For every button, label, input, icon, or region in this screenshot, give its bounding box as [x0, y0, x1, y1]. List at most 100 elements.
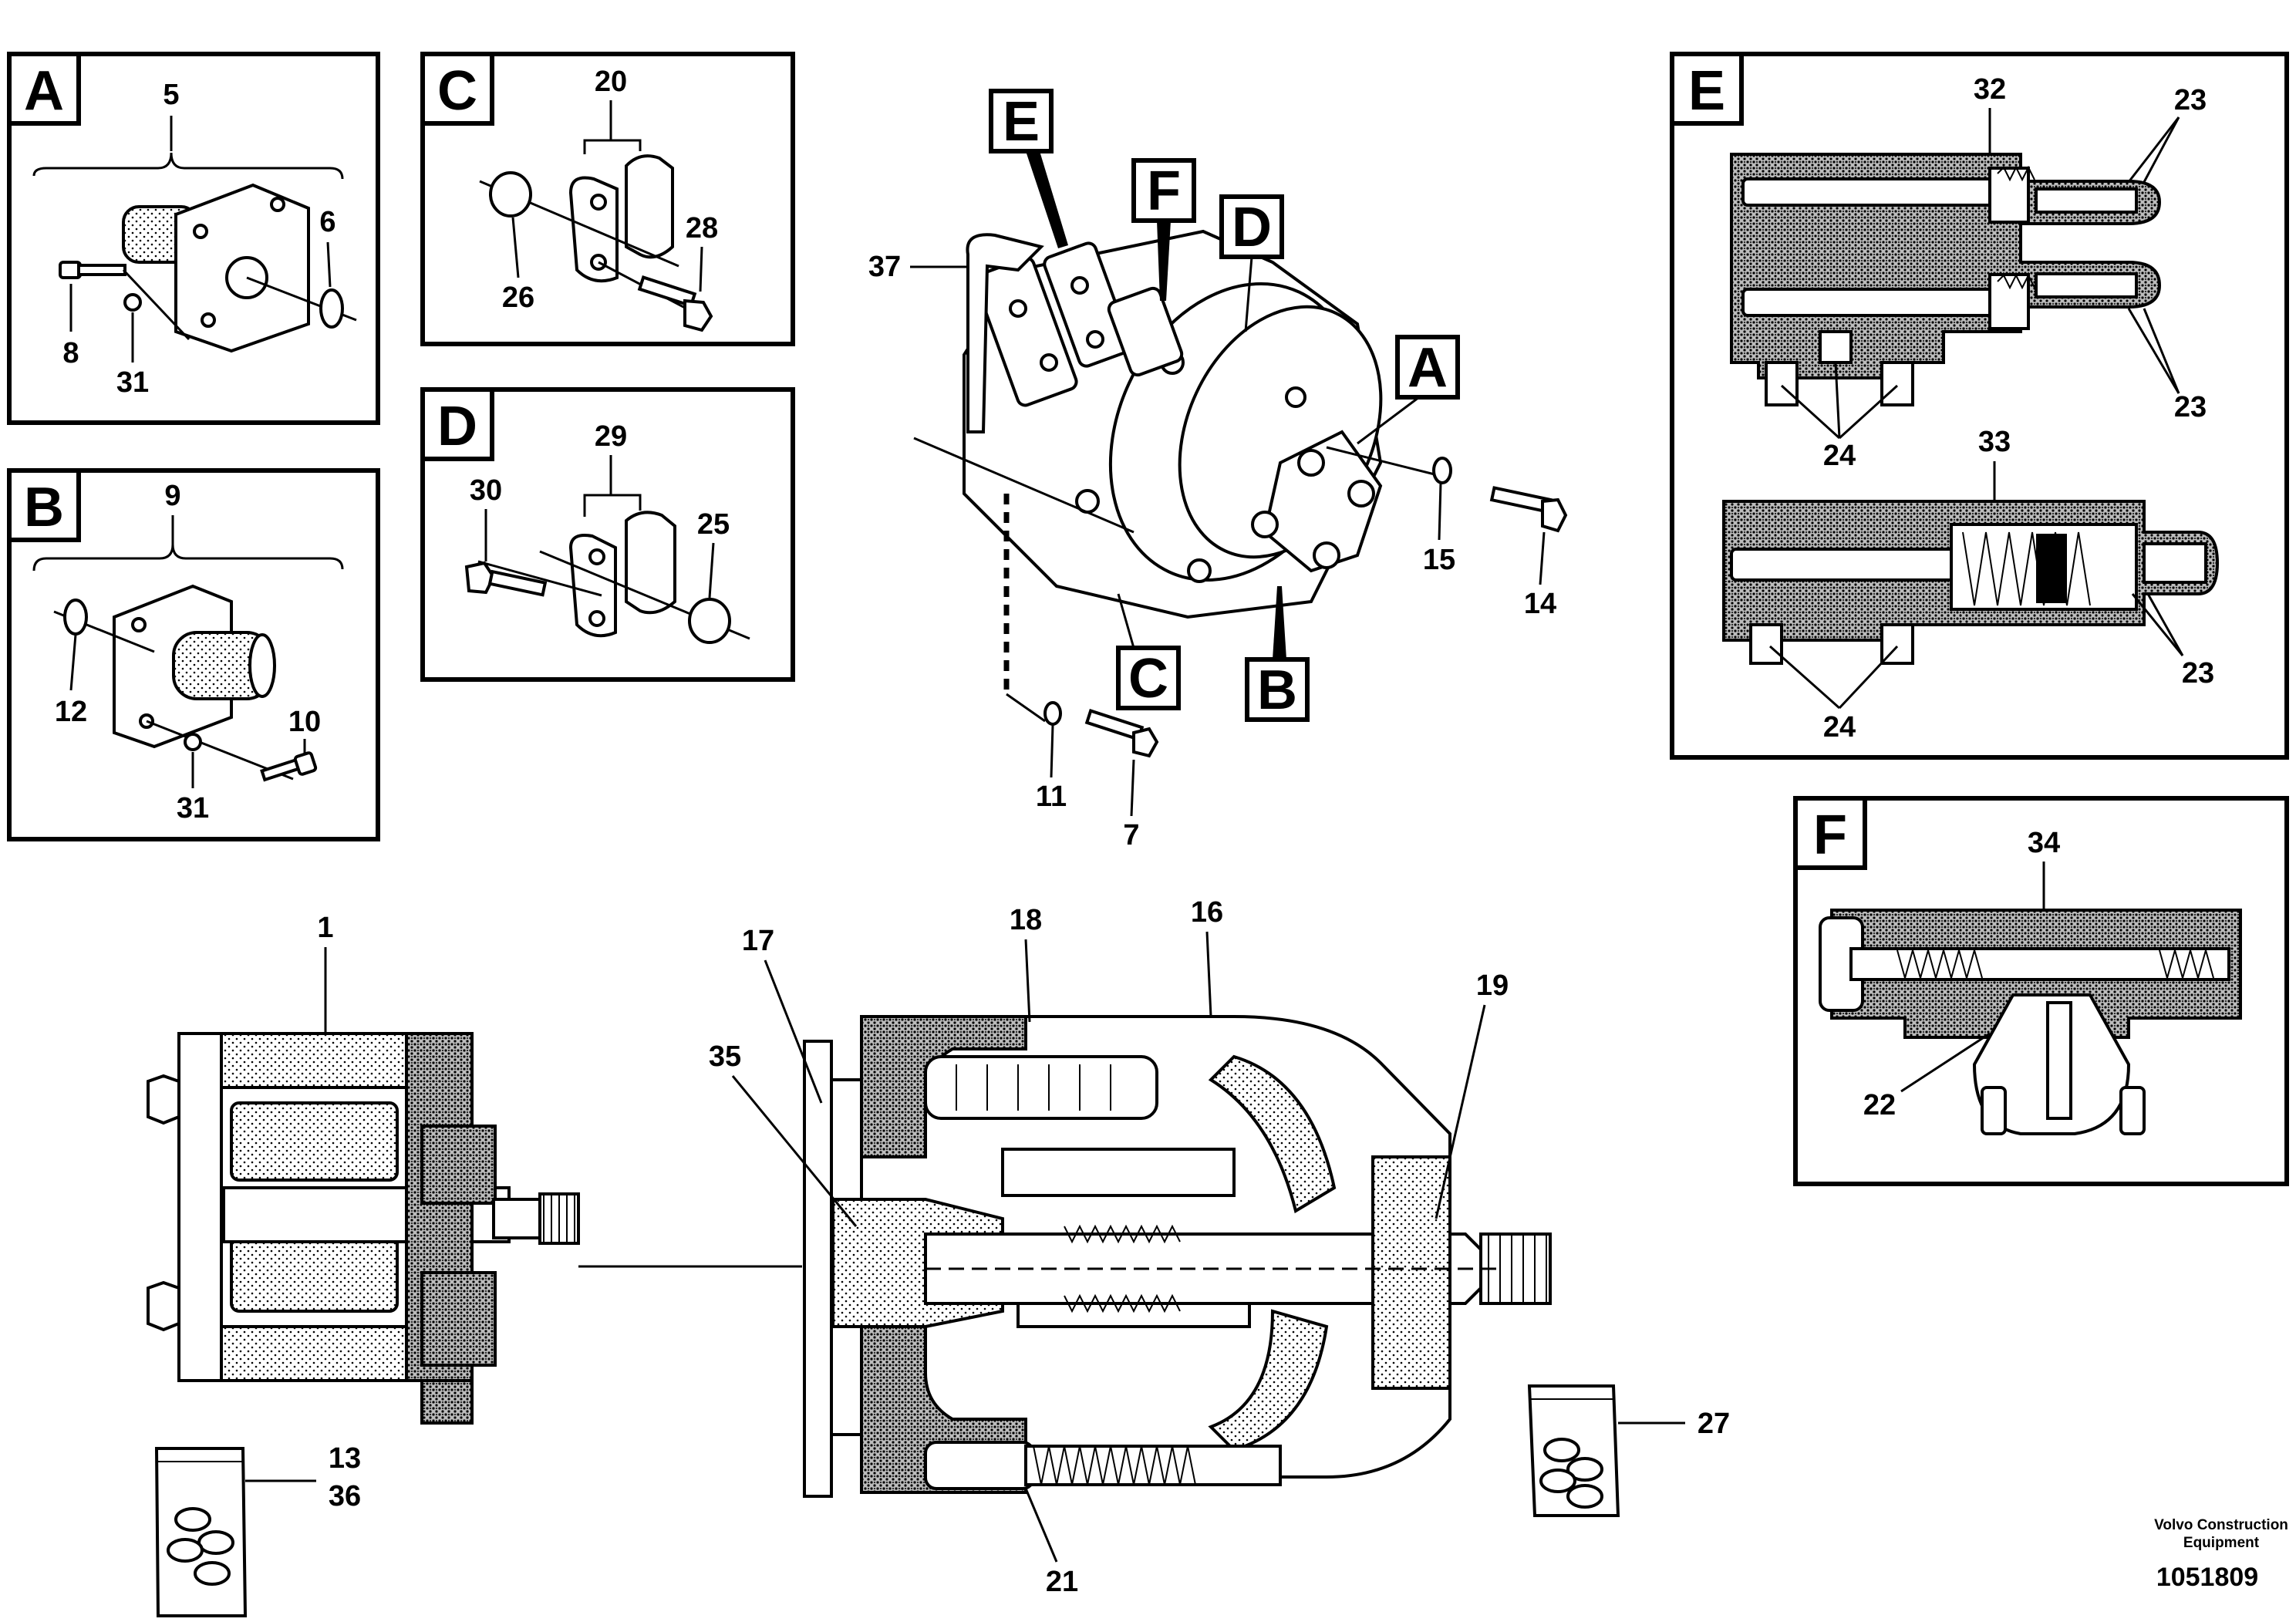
bolt-7 [1084, 709, 1159, 758]
callout-15: 15 [1423, 544, 1455, 576]
callout-1: 1 [317, 912, 333, 944]
panel-a-frame [7, 52, 380, 425]
panel-c: C 20 26 28 [420, 52, 795, 346]
assembly-tag-b-box [1245, 657, 1310, 722]
bolt-8 [59, 261, 126, 279]
callout-26: 26 [502, 282, 534, 314]
callout-11: 11 [1036, 781, 1067, 813]
o-ring-26 [489, 171, 532, 218]
piston-pump-section [803, 1015, 1552, 1498]
panel-e: E 32 23 23 24 [1670, 52, 2289, 760]
bolt-14 [1489, 486, 1568, 533]
bolt-10 [260, 751, 318, 782]
assembly-tag-b: B [1257, 659, 1297, 721]
o-ring-6 [319, 288, 344, 329]
assembly-tag-e-box [989, 89, 1054, 153]
callout-14: 14 [1524, 588, 1556, 620]
split-flange-d [568, 511, 676, 638]
bolt-28 [637, 275, 713, 332]
callout-24-b: 24 [1823, 711, 1856, 744]
panel-b-tag-box [7, 468, 81, 542]
callout-10: 10 [288, 706, 321, 738]
callout-33: 33 [1978, 426, 2011, 458]
o-ring-25 [688, 598, 731, 644]
washer-15 [1432, 457, 1452, 484]
panel-e-tag: E [1688, 60, 1725, 122]
callout-21: 21 [1046, 1566, 1078, 1598]
flange-adapter-b [113, 584, 276, 749]
pressure-valve-34 [1819, 909, 2242, 1135]
washer-11 [1043, 701, 1062, 726]
credit-line-2: Equipment [2183, 1535, 2260, 1551]
callout-6: 6 [319, 206, 335, 238]
callout-30: 30 [470, 474, 502, 507]
callout-25: 25 [697, 508, 730, 541]
flange-adapter-a [122, 183, 310, 353]
assembly-tag-a-box [1395, 335, 1460, 400]
callout-34: 34 [2028, 827, 2060, 859]
valve-block-33 [1722, 500, 2220, 665]
split-flange-c [568, 154, 674, 283]
callout-19: 19 [1476, 969, 1509, 1002]
panel-f-tag: F [1813, 804, 1847, 866]
callout-23-b: 23 [2174, 391, 2207, 423]
callout-13: 13 [329, 1442, 361, 1475]
panel-c-tag-box [420, 52, 494, 126]
callout-23-a: 23 [2174, 84, 2207, 116]
panel-d-tag: D [437, 396, 477, 457]
callout-12: 12 [55, 696, 87, 728]
credit-line-1: Volvo Construction [2154, 1517, 2288, 1533]
panel-d-tag-box [420, 387, 494, 461]
valve-block-32 [1730, 153, 2162, 406]
callout-35: 35 [709, 1040, 741, 1073]
pump-assembly: E F D A C B 37 15 14 11 7 [868, 89, 1568, 851]
panel-b-frame [7, 468, 380, 841]
callout-27: 27 [1698, 1408, 1730, 1440]
assembly-tag-e: E [1003, 91, 1040, 153]
assembly-tag-d: D [1232, 197, 1272, 258]
callout-22: 22 [1863, 1089, 1896, 1121]
panel-a: A 5 6 8 31 [7, 52, 380, 425]
callout-17: 17 [742, 925, 774, 957]
callout-18: 18 [1010, 904, 1042, 936]
assembly-tag-b-arrow [1273, 586, 1286, 659]
seal-kit-bag-right [1527, 1384, 1620, 1517]
bolt-30 [464, 561, 548, 597]
panel-d: D 29 30 25 [420, 387, 795, 682]
callout-31-a: 31 [116, 366, 149, 399]
washer-31-b [184, 733, 202, 751]
assembly-tag-f-arrow [1157, 221, 1171, 301]
panel-f-frame [1793, 796, 2289, 1186]
callout-16: 16 [1191, 896, 1223, 929]
callout-36: 36 [329, 1480, 361, 1512]
washer-31-a [123, 293, 142, 312]
callout-8: 8 [62, 337, 79, 369]
callout-24-a: 24 [1823, 440, 1856, 472]
callout-28: 28 [686, 212, 718, 244]
callout-29: 29 [595, 420, 627, 453]
document-number: 1051809 [2156, 1563, 2258, 1592]
callout-32: 32 [1974, 73, 2006, 106]
assembly-tag-a: A [1408, 337, 1448, 399]
assembly-tag-c: C [1128, 648, 1168, 710]
panel-d-frame [420, 387, 795, 682]
panel-c-tag: C [437, 60, 477, 122]
panel-a-tag-box [7, 52, 81, 126]
panel-b-tag: B [24, 477, 64, 538]
gear-pump-section [147, 1032, 802, 1425]
seal-kit-bag-left [154, 1447, 248, 1617]
callout-23-c: 23 [2182, 657, 2214, 690]
o-ring-12 [63, 599, 88, 636]
panel-b: B 9 12 10 31 [7, 468, 380, 841]
panel-f-tag-box [1793, 796, 1867, 870]
callout-7: 7 [1123, 819, 1139, 851]
callout-31-b: 31 [177, 792, 209, 824]
panel-c-frame [420, 52, 795, 346]
callout-5: 5 [163, 79, 179, 111]
assembly-tag-c-box [1116, 646, 1181, 710]
panel-e-frame [1670, 52, 2289, 760]
callout-20: 20 [595, 66, 627, 98]
assembly-tag-e-arrow [1026, 151, 1068, 248]
panel-a-tag: A [24, 60, 64, 122]
